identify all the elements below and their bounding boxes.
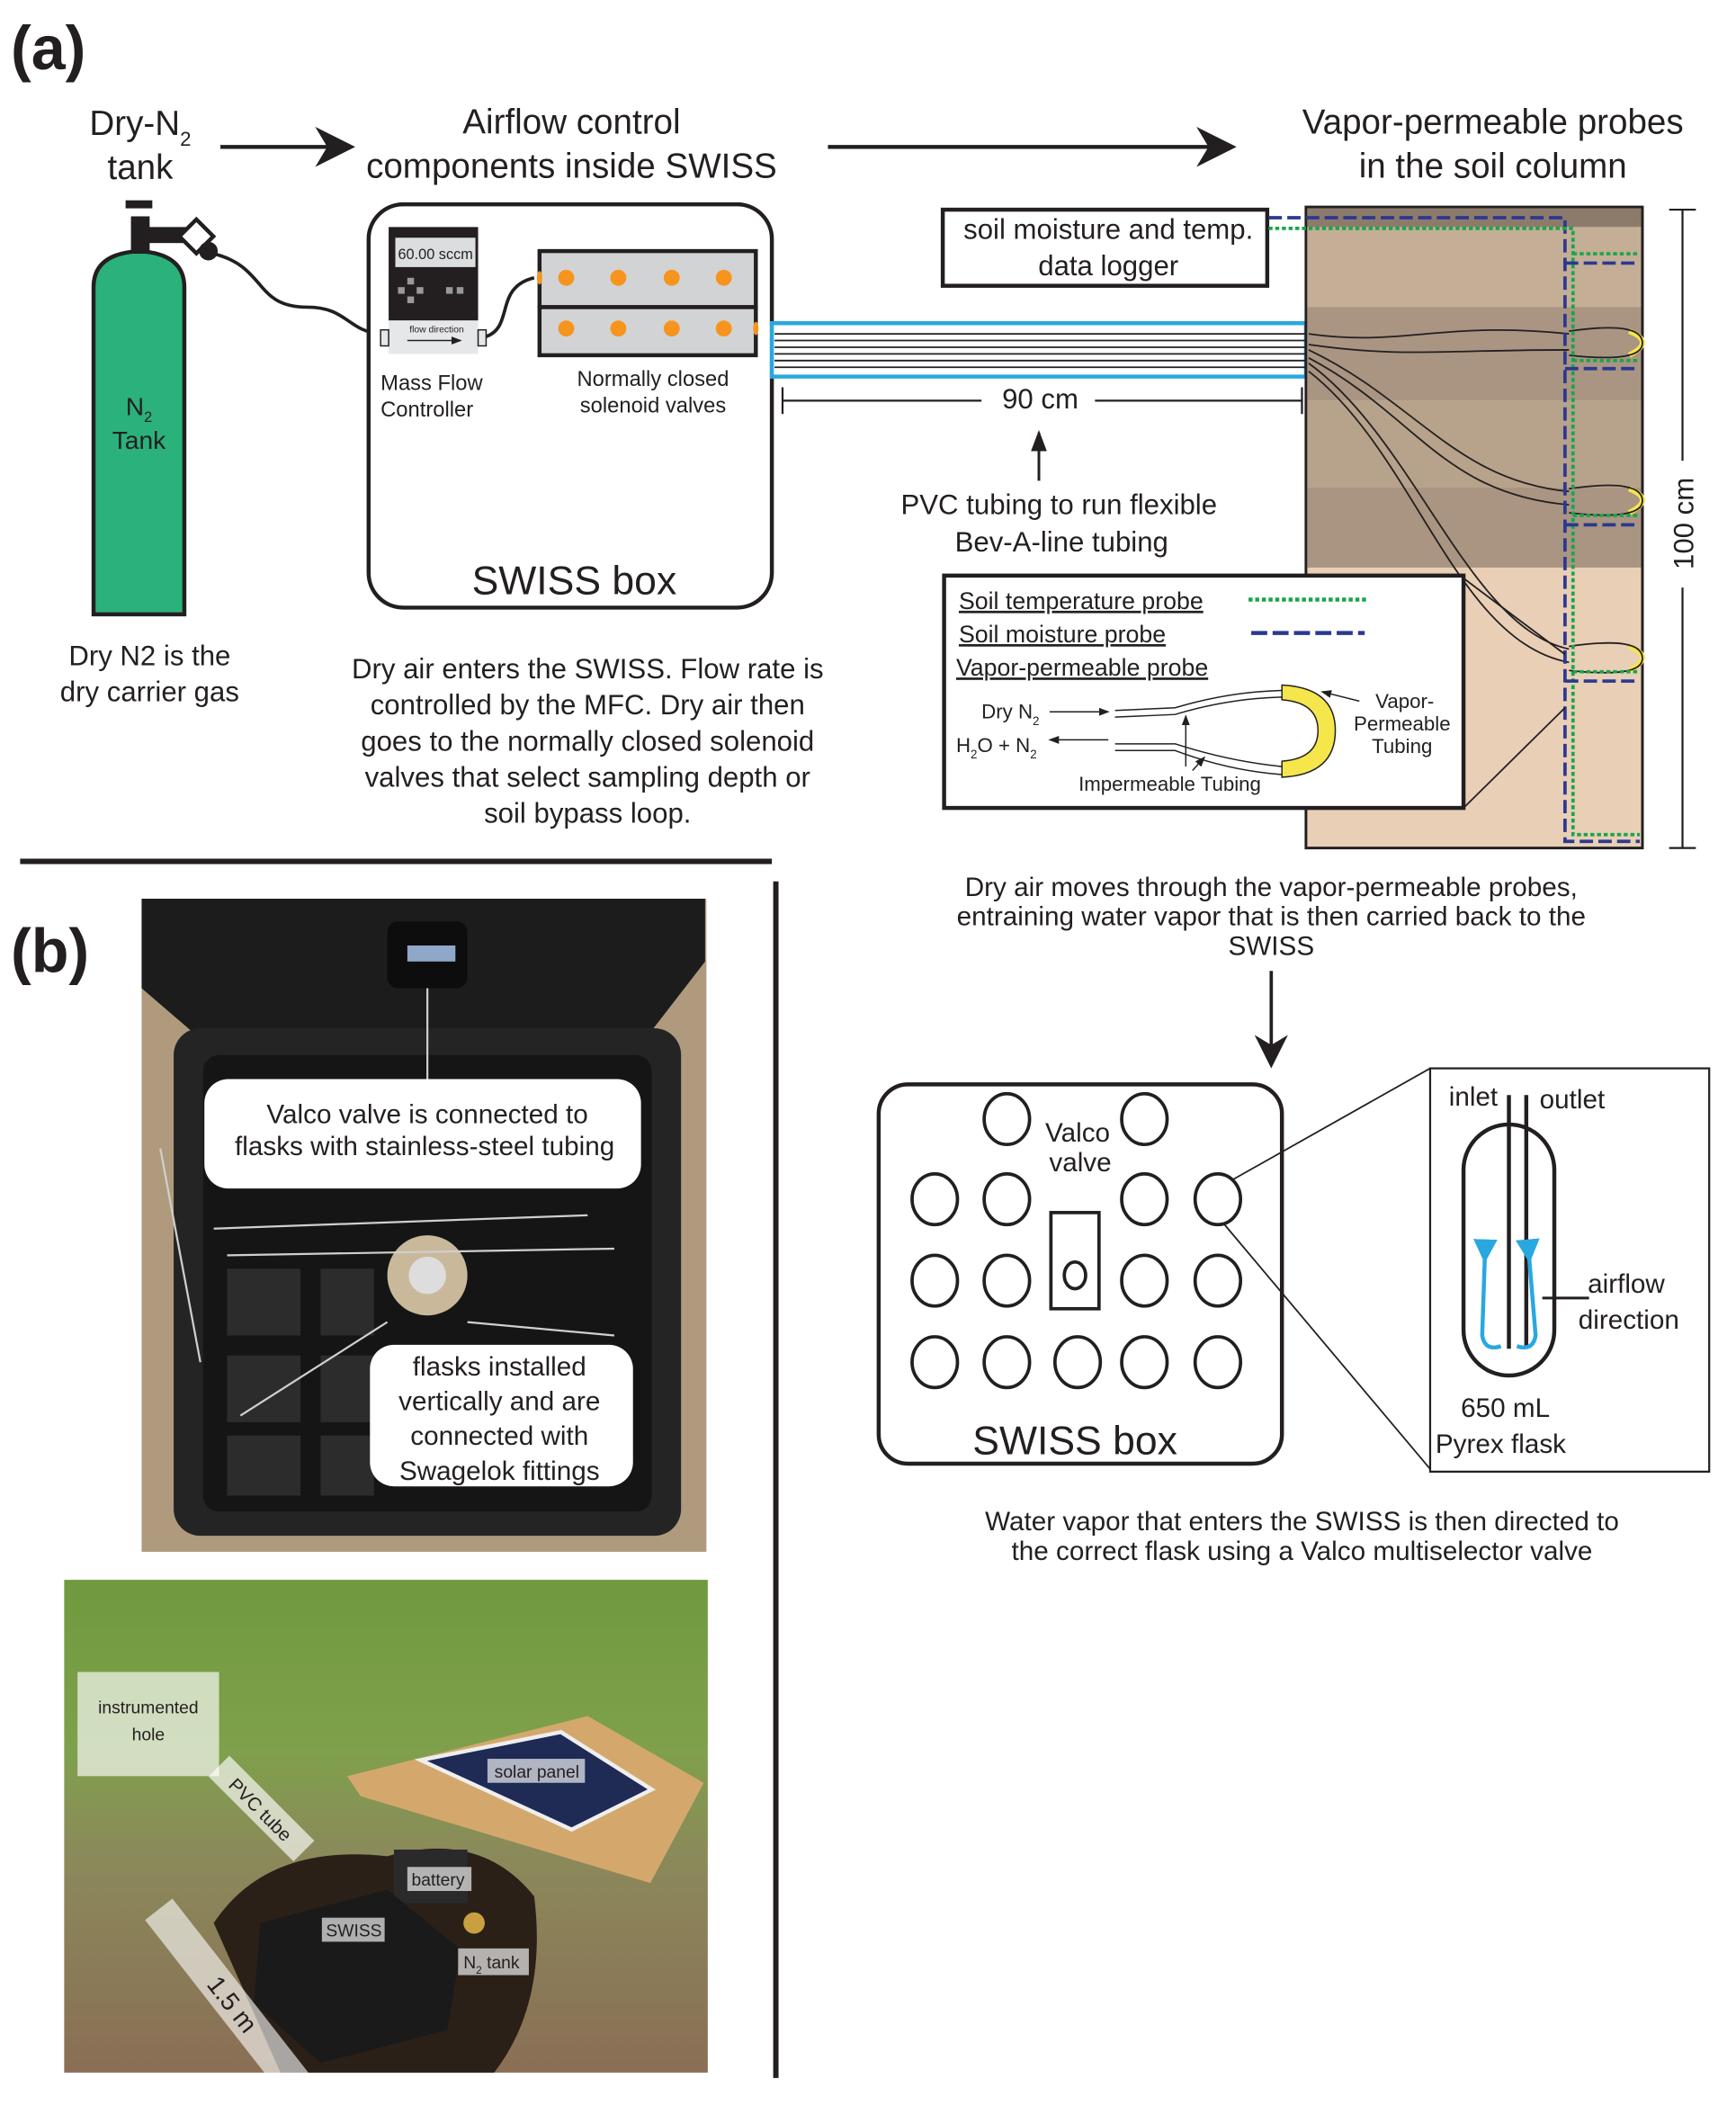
svg-text:Valco: Valco — [1045, 1118, 1110, 1148]
svg-text:Dry-N2: Dry-N2 — [89, 104, 191, 150]
svg-text:tank: tank — [108, 148, 174, 187]
svg-text:Dry air enters the SWISS. Flow: Dry air enters the SWISS. Flow rate is — [352, 653, 824, 685]
svg-text:Vapor-: Vapor- — [1375, 690, 1434, 712]
svg-text:Airflow control: Airflow control — [462, 103, 680, 141]
distance-label: 90 cm — [1002, 383, 1078, 415]
mass-flow-controller-icon: 60.00 sccm flow direction — [380, 227, 535, 354]
distance-dimension — [781, 387, 1303, 415]
swiss-case-icon — [254, 1889, 461, 2064]
n2-regulator-icon — [463, 1912, 485, 1934]
svg-text:Soil moisture probe: Soil moisture probe — [959, 621, 1166, 648]
svg-text:Dry N2: Dry N2 — [981, 701, 1039, 728]
svg-text:instrumented: instrumented — [98, 1699, 198, 1718]
svg-text:Swagelok fittings: Swagelok fittings — [399, 1456, 600, 1486]
svg-text:N2: N2 — [126, 392, 152, 426]
probe-legend: Soil temperature probe Soil moisture pro… — [942, 573, 1466, 811]
svg-text:inlet: inlet — [1449, 1082, 1499, 1112]
svg-text:Valco valve is connected to: Valco valve is connected to — [266, 1099, 587, 1129]
svg-text:Bev-A-line tubing: Bev-A-line tubing — [955, 526, 1168, 558]
flask-inset: inlet outlet airflow direction 650 mL Py… — [1428, 1067, 1711, 1473]
swiss-caption: Dry air enters the SWISS. Flow rate is c… — [352, 653, 824, 829]
svg-text:flow direction: flow direction — [409, 326, 464, 336]
svg-text:data logger: data logger — [1038, 250, 1178, 282]
svg-text:Vapor-permeable probe: Vapor-permeable probe — [956, 654, 1208, 681]
svg-text:hole: hole — [132, 1725, 165, 1744]
swiss-interior-photo: Valco valve is connected to flasks with … — [141, 899, 707, 1552]
svg-text:controlled by the MFC. Dry air: controlled by the MFC. Dry air then — [371, 689, 805, 721]
depth-label: 100 cm — [1668, 478, 1699, 569]
pvc-label: PVC tubing to run flexible Bev-A-line tu… — [900, 489, 1217, 559]
svg-text:Tank: Tank — [112, 426, 166, 454]
svg-text:Tubing: Tubing — [1372, 735, 1432, 757]
svg-text:60.00 sccm: 60.00 sccm — [398, 246, 472, 263]
svg-text:solar panel: solar panel — [495, 1763, 579, 1782]
svg-text:Pyrex flask: Pyrex flask — [1436, 1429, 1566, 1459]
vapor-caption: Dry air moves through the vapor-permeabl… — [957, 873, 1586, 961]
svg-text:N2 tank: N2 tank — [463, 1954, 520, 1976]
field-site-photo: instrumented hole PVC tube solar panel b… — [64, 1580, 708, 2106]
svg-text:PVC tubing to run flexible: PVC tubing to run flexible — [900, 489, 1217, 521]
svg-text:connected with: connected with — [410, 1421, 588, 1451]
n2-tank-icon — [91, 200, 381, 617]
data-logger-box — [940, 207, 1270, 288]
depth-scale — [1669, 208, 1696, 849]
svg-text:in the soil column: in the soil column — [1359, 147, 1627, 185]
pvc-tube-icon — [769, 321, 1309, 379]
svg-text:soil bypass loop.: soil bypass loop. — [484, 797, 691, 829]
svg-text:Permeable: Permeable — [1354, 712, 1451, 735]
svg-text:direction: direction — [1579, 1305, 1679, 1335]
tank-heading: Dry-N2 tank — [89, 104, 191, 187]
svg-text:Controller: Controller — [380, 398, 473, 422]
svg-text:SWISS box: SWISS box — [972, 1420, 1177, 1464]
svg-text:dry carrier gas: dry carrier gas — [60, 676, 239, 707]
mfc-label: Mass Flow Controller — [380, 371, 483, 422]
svg-text:Dry N2 is the: Dry N2 is the — [68, 640, 230, 671]
svg-text:outlet: outlet — [1540, 1085, 1606, 1115]
airflow-heading: Airflow control components inside SWISS — [366, 103, 777, 185]
logger-label: soil moisture and temp. data logger — [963, 214, 1253, 282]
svg-text:SWISS: SWISS — [326, 1922, 381, 1940]
svg-text:Soil temperature probe: Soil temperature probe — [959, 587, 1204, 614]
svg-text:entraining water vapor that is: entraining water vapor that is then carr… — [957, 902, 1586, 932]
svg-text:vertically and are: vertically and are — [398, 1387, 600, 1417]
svg-text:goes to the normally closed so: goes to the normally closed solenoid — [361, 725, 814, 757]
svg-text:flasks installed: flasks installed — [413, 1352, 586, 1382]
solenoid-valves-icon — [536, 248, 759, 358]
svg-text:solenoid valves: solenoid valves — [580, 394, 727, 418]
swiss-box-valco-diagram: Valco valve SWISS box — [876, 1067, 1431, 1470]
svg-text:Impermeable Tubing: Impermeable Tubing — [1078, 773, 1261, 795]
svg-text:soil moisture and temp.: soil moisture and temp. — [963, 214, 1253, 246]
svg-text:components inside SWISS: components inside SWISS — [366, 147, 777, 185]
svg-text:flasks with stainless-steel tu: flasks with stainless-steel tubing — [235, 1132, 614, 1161]
valco-caption: Water vapor that enters the SWISS is the… — [985, 1507, 1619, 1566]
svg-text:Dry air moves through the vapo: Dry air moves through the vapor-permeabl… — [965, 873, 1578, 902]
panel-a-label: (a) — [11, 14, 85, 83]
panel-b-label: (b) — [11, 918, 89, 986]
tank-label: N2 Tank — [112, 392, 166, 454]
svg-text:Mass Flow: Mass Flow — [380, 371, 483, 395]
probes-heading: Vapor-permeable probes in the soil colum… — [1302, 103, 1684, 185]
svg-text:valves that select sampling de: valves that select sampling depth or — [365, 761, 810, 793]
svg-text:valve: valve — [1049, 1148, 1111, 1178]
tank-caption: Dry N2 is the dry carrier gas — [60, 640, 239, 707]
svg-text:Vapor-permeable probes: Vapor-permeable probes — [1302, 103, 1684, 141]
svg-text:SWISS: SWISS — [1228, 931, 1314, 961]
svg-text:650 mL: 650 mL — [1461, 1394, 1550, 1423]
svg-text:Water vapor that enters the SW: Water vapor that enters the SWISS is the… — [985, 1507, 1619, 1537]
svg-text:airflow: airflow — [1588, 1269, 1665, 1299]
solenoid-label: Normally closed solenoid valves — [577, 367, 729, 418]
svg-text:battery: battery — [412, 1871, 465, 1890]
swiss-box-label: SWISS box — [472, 560, 677, 604]
svg-text:Normally closed: Normally closed — [577, 367, 729, 391]
svg-text:the correct flask using a Valc: the correct flask using a Valco multisel… — [1011, 1537, 1592, 1566]
svg-text:H2O + N2: H2O + N2 — [956, 734, 1037, 761]
